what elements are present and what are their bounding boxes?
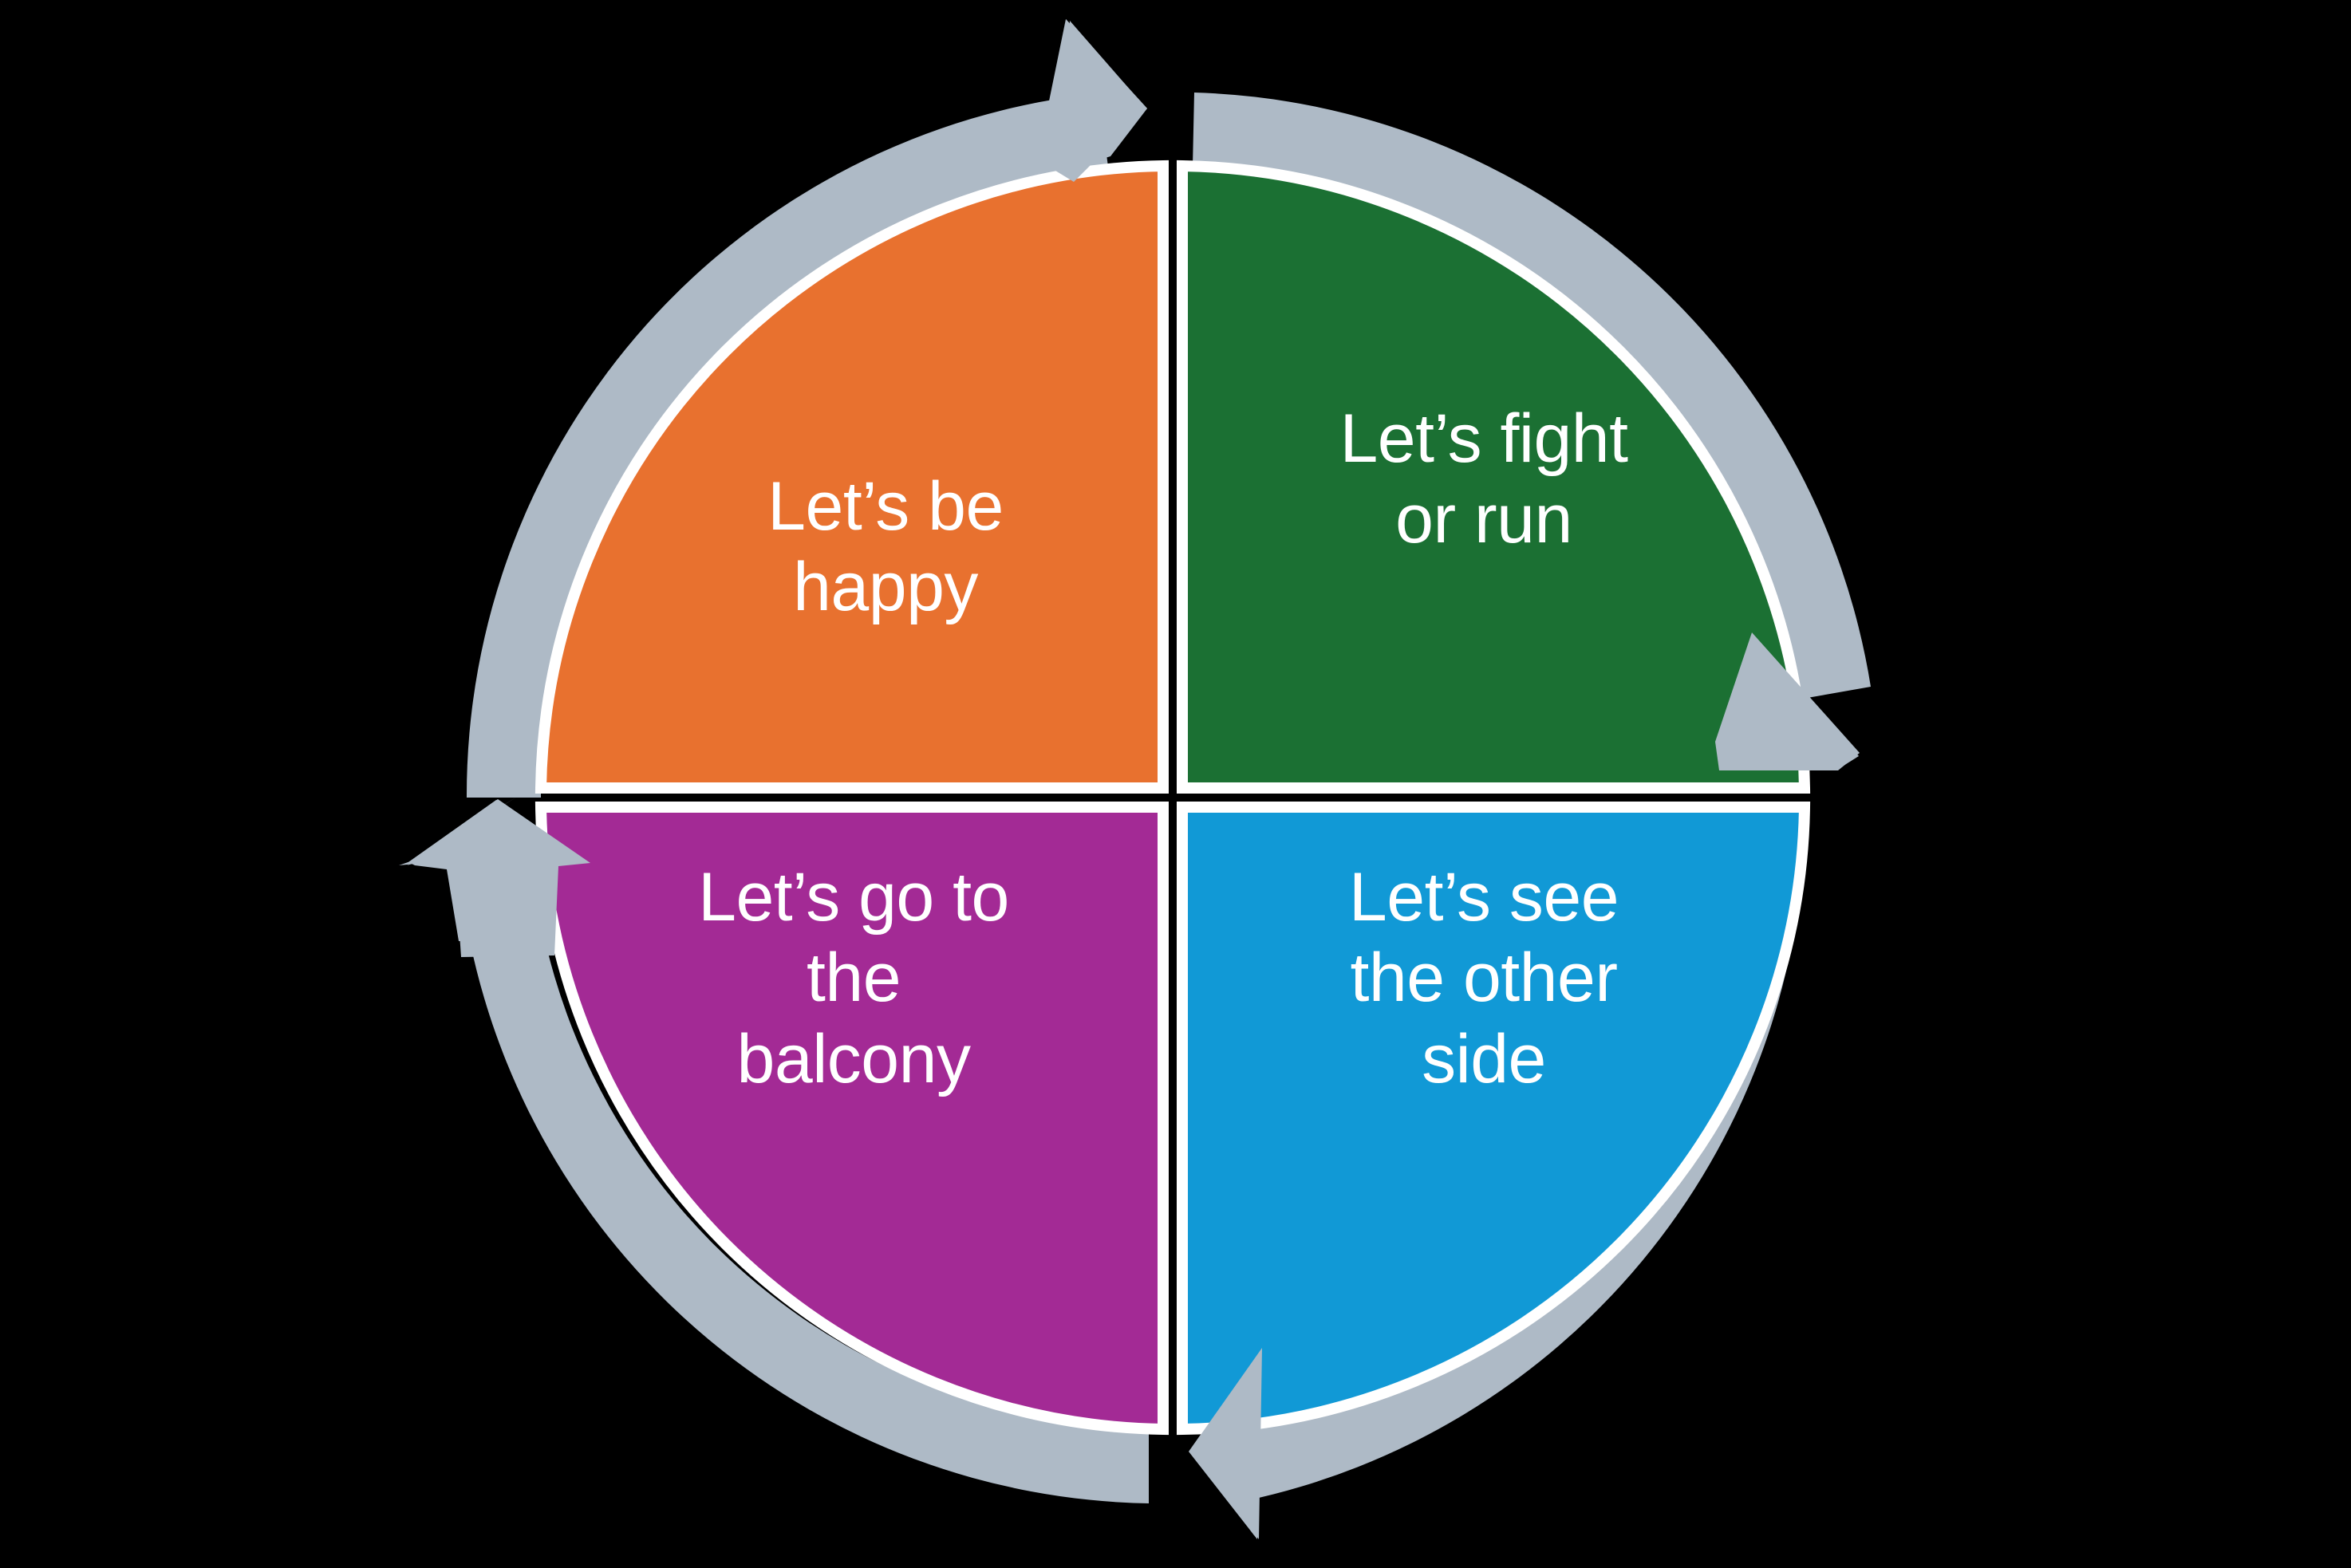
quadrant-top-right-green[interactable] xyxy=(1177,160,1811,794)
arrow-head-right-overlay xyxy=(1715,632,1860,770)
arrow-head-bottom-overlay xyxy=(1189,1348,1262,1539)
arrow-head-top-overlay2 xyxy=(1037,19,1147,182)
arrow-head-left-overlay xyxy=(408,799,590,957)
arrow-top-shaft xyxy=(466,93,1108,798)
quadrant-bottom-right-blue[interactable] xyxy=(1177,802,1811,1436)
quadrant-bottom-left-magenta[interactable] xyxy=(534,802,1169,1436)
quadrant-top-left-orange[interactable] xyxy=(534,160,1169,794)
arrow-left-shaft xyxy=(470,925,1149,1503)
arrow-right-shaft xyxy=(1193,93,1871,699)
